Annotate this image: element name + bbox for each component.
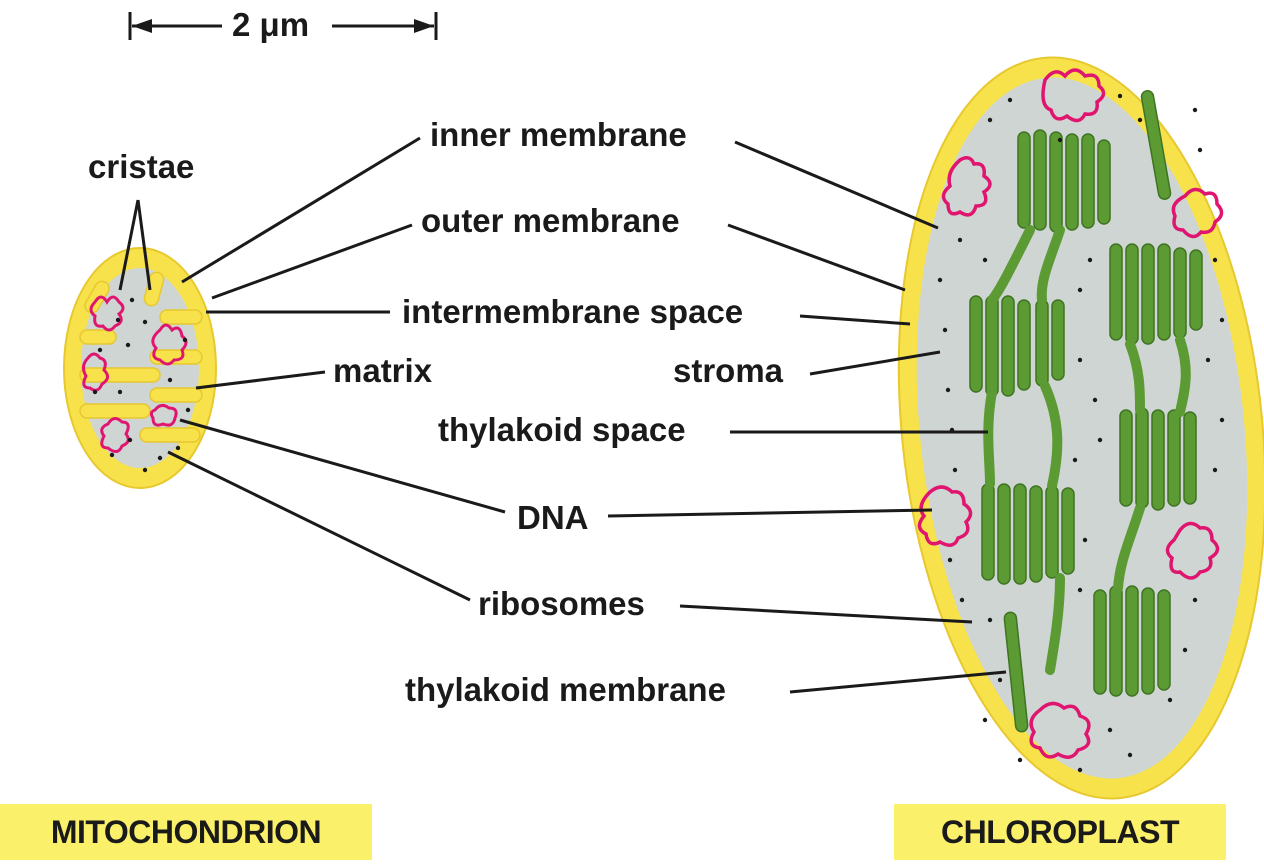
dna-label: DNA [517, 499, 589, 536]
scale-bar [128, 12, 438, 40]
thylakoid-space-label: thylakoid space [438, 411, 686, 448]
intermembrane-space-label: intermembrane space [402, 293, 744, 330]
stroma-label: stroma [673, 352, 784, 389]
inner-membrane-label: inner membrane [430, 116, 687, 153]
mitochondrion [63, 247, 217, 489]
cristae-label: cristae [88, 148, 195, 185]
ribosomes-label: ribosomes [478, 585, 645, 622]
mitochondrion-title: MITOCHONDRION [0, 804, 372, 860]
chloroplast-title: CHLOROPLAST [894, 804, 1226, 860]
scale-label: 2 μm [226, 8, 316, 41]
outer-membrane-label: outer membrane [421, 202, 680, 239]
leader-lines [118, 136, 1007, 694]
thylakoid-membrane-label: thylakoid membrane [405, 671, 726, 708]
chloroplast [897, 56, 1264, 800]
matrix-label: matrix [333, 352, 433, 389]
